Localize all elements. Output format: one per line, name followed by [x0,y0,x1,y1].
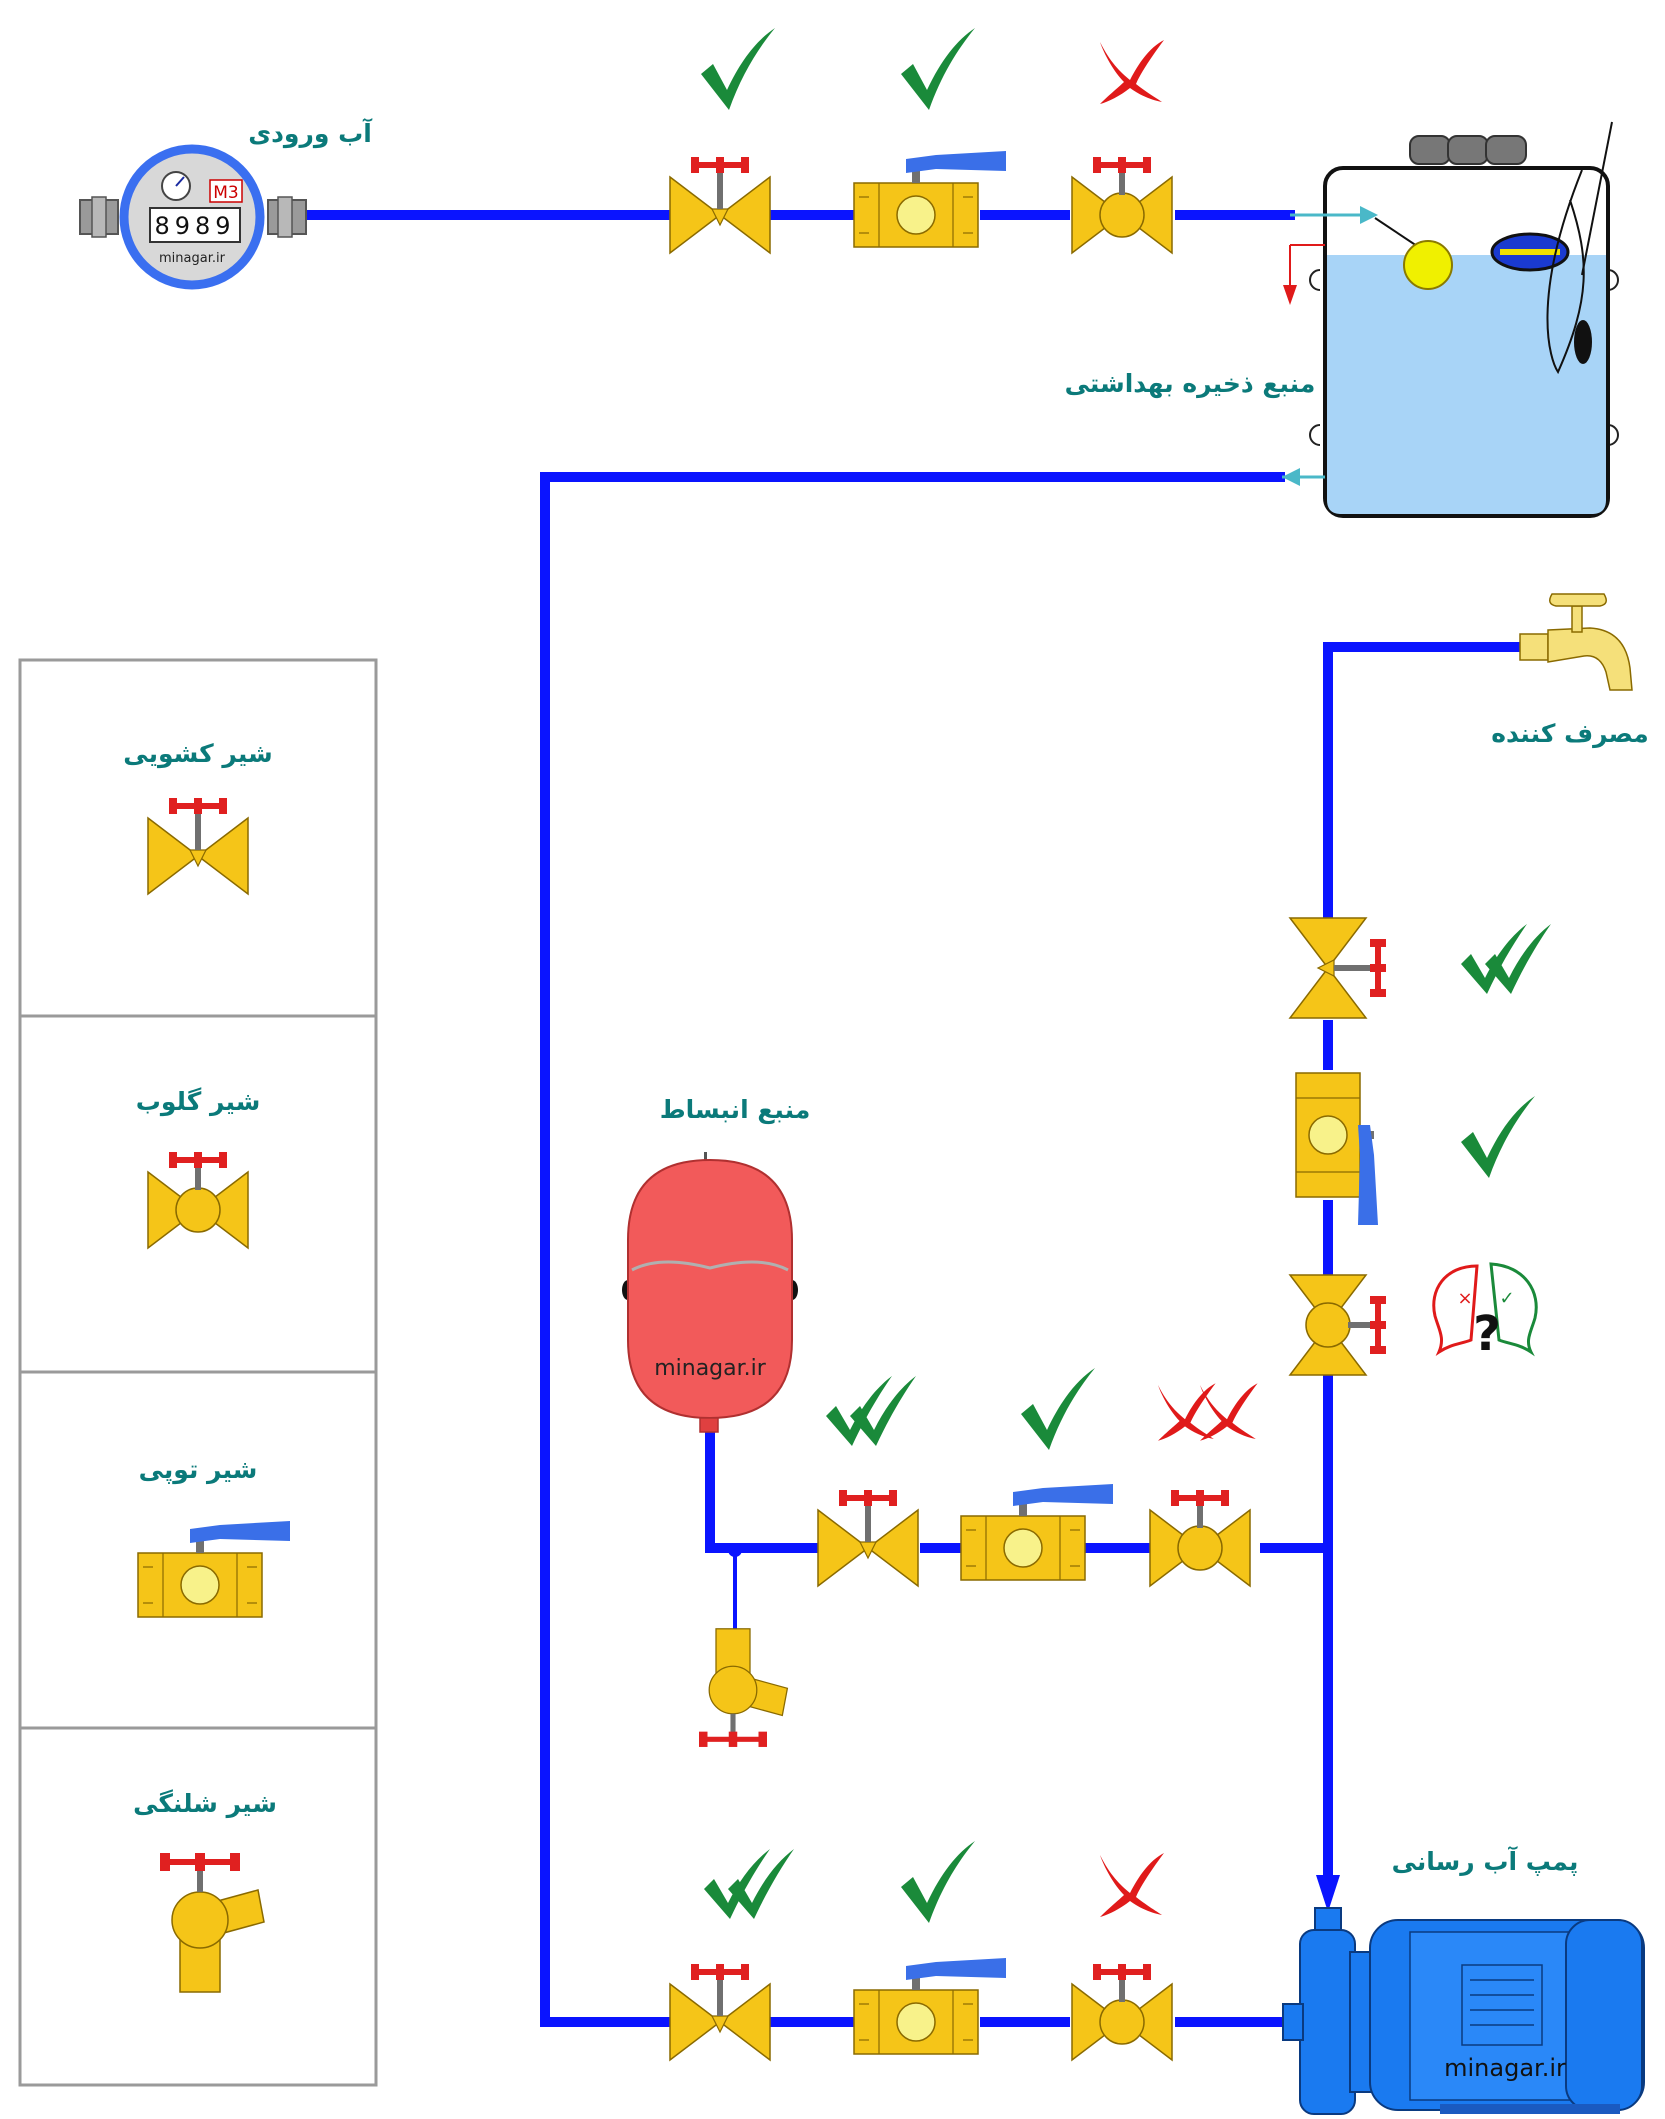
gate-valve-bottom[interactable] [669,1963,771,2061]
valve-legend: شیر کشویی شیر گلوب شیر توپی شیر شلنگی [18,658,378,2087]
cross-mark-icon [1100,1853,1164,1917]
check-mark-icon [901,1841,975,1923]
globe-valve-top[interactable] [1071,156,1173,254]
gate-valve-riser[interactable] [1289,917,1387,1019]
double-check-mark-icon [704,1849,794,1919]
ball-valve-bottom[interactable] [853,1957,1007,2055]
legend-label-ball-valve: شیر توپی [139,1455,258,1485]
check-mark-icon [701,28,775,110]
globe-valve-branch[interactable] [1149,1489,1251,1587]
hose-valve-drain[interactable] [698,1628,789,1748]
ball-valve-riser[interactable] [1295,1072,1379,1226]
svg-text:×: × [1457,1288,1472,1309]
expansion-tank-label: منبع انبساط [660,1095,811,1125]
water-meter: M3 8989 minagar.ir [79,144,307,290]
globe-valve-riser[interactable] [1289,1274,1387,1376]
meter-reading: 8989 [154,212,235,240]
svg-text:?: ? [1473,1306,1501,1362]
ball-valve-branch[interactable] [960,1483,1114,1581]
check-mark-icon [1021,1368,1095,1450]
pump: minagar.ir [1282,1907,1645,2115]
expansion-tank: minagar.ir [622,1152,798,1433]
meter-unit: M3 [213,183,238,203]
cross-mark-icon [1100,40,1164,104]
expansion-tank-brand: minagar.ir [654,1356,767,1381]
faucet-icon [1519,593,1633,691]
legend-label-globe-valve: شیر گلوب [136,1087,261,1117]
ball-valve-top[interactable] [853,150,1007,248]
meter-brand: minagar.ir [159,251,226,266]
double-cross-mark-icon [1158,1383,1258,1441]
double-check-mark-icon [826,1376,916,1446]
gate-valve-top[interactable] [669,156,771,254]
globe-valve-bottom[interactable] [1071,1963,1173,2061]
check-mark-icon [901,28,975,110]
legend-label-gate-valve: شیر کشویی [123,739,272,769]
consumer-label: مصرف کننده [1491,719,1649,749]
storage-tank-label: منبع ذخیره بهداشتی [1065,369,1316,399]
pipes [295,210,1530,2027]
pump-brand: minagar.ir [1444,2054,1566,2082]
pump-label: پمپ آب رسانی [1392,1846,1579,1876]
question-bubble-icon: × ✓ ? [1432,1262,1538,1362]
svg-text:✓: ✓ [1499,1288,1514,1309]
gate-valve-branch[interactable] [817,1489,919,1587]
check-mark-icon [1461,1096,1535,1178]
inlet-water-label: آب ورودی [248,118,373,149]
storage-tank [1282,121,1619,518]
pipe-tee [728,1543,742,1557]
double-check-mark-icon [1461,924,1551,994]
pump-inlet-arrow-icon [1316,1875,1340,1912]
legend-label-hose-valve: شیر شلنگی [133,1789,277,1819]
